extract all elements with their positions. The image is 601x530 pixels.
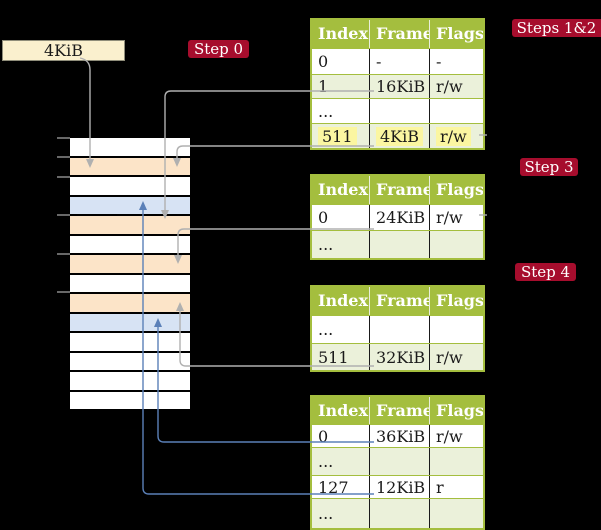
- frame-cell: [369, 499, 429, 528]
- table-row: ...: [312, 315, 483, 343]
- index-cell: ...: [318, 504, 334, 523]
- memory-row-white: [70, 333, 190, 351]
- flags-cell: r/w: [429, 425, 483, 447]
- page-table-level4: Index Frame Flags 0 - - 1 16KiB r/w ... …: [310, 18, 485, 150]
- column-header-frame: Frame: [369, 397, 429, 424]
- table-row: 0 36KiB r/w: [312, 424, 483, 447]
- table-row-highlighted: 511 4KiB r/w: [312, 123, 483, 148]
- flags-cell: [429, 231, 483, 258]
- index-cell: ...: [318, 452, 334, 471]
- column-header-flags: Flags: [429, 397, 483, 424]
- memory-row-white: [70, 391, 190, 409]
- table-header-row: Index Frame Flags: [312, 397, 483, 424]
- memory-row-blue: [70, 313, 190, 331]
- badge-step-0: Step 0: [188, 40, 249, 58]
- column-header-index: Index: [318, 401, 369, 420]
- index-cell: 0: [318, 208, 329, 227]
- column-header-index: Index: [318, 291, 369, 310]
- column-header-flags: Flags: [429, 20, 483, 48]
- table-row: 511 32KiB r/w: [312, 343, 483, 370]
- memory-row-white: [70, 138, 190, 156]
- frame-cell: 4KiB: [369, 124, 429, 148]
- flags-cell: -: [429, 49, 483, 74]
- flags-cell: r/w: [429, 124, 483, 148]
- table-row: ...: [312, 447, 483, 475]
- badge-step-3: Step 3: [520, 158, 578, 176]
- index-cell: ...: [318, 101, 334, 121]
- table-row: 0 24KiB r/w: [312, 204, 483, 230]
- index-cell: 127: [318, 477, 349, 497]
- flags-cell: [429, 99, 483, 123]
- badge-step-4: Step 4: [515, 263, 576, 281]
- column-header-index: Index: [318, 180, 369, 199]
- column-header-frame: Frame: [369, 287, 429, 315]
- memory-row-white: [70, 235, 190, 253]
- index-cell: ...: [318, 320, 334, 339]
- frame-cell: -: [369, 49, 429, 74]
- table-row: 1 16KiB r/w: [312, 74, 483, 98]
- frame-cell: 16KiB: [369, 75, 429, 98]
- index-cell: ...: [318, 235, 334, 254]
- column-header-frame: Frame: [369, 20, 429, 48]
- flags-cell: r/w: [429, 205, 483, 230]
- column-header-index: Index: [318, 24, 369, 43]
- table-row: ...: [312, 230, 483, 258]
- memory-row-peach: [70, 157, 190, 175]
- frame-cell: [369, 231, 429, 258]
- frame-cell: [369, 448, 429, 475]
- index-cell: 0: [318, 426, 329, 446]
- memory-tick-marks: [57, 137, 70, 293]
- column-header-frame: Frame: [369, 176, 429, 204]
- flags-cell: [429, 448, 483, 475]
- memory-row-white: [70, 177, 190, 195]
- index-cell: 0: [318, 52, 329, 71]
- table-row: ...: [312, 98, 483, 123]
- table-row: 127 12KiB r: [312, 475, 483, 498]
- table-header-row: Index Frame Flags: [312, 287, 483, 315]
- memory-row-white: [70, 352, 190, 370]
- page-table-level2: Index Frame Flags ... 511 32KiB r/w: [310, 285, 485, 372]
- table-header-row: Index Frame Flags: [312, 176, 483, 204]
- column-header-flags: Flags: [429, 287, 483, 315]
- index-cell: 1: [318, 77, 329, 96]
- badge-steps-1-2: Steps 1&2: [512, 19, 601, 37]
- flags-cell: [429, 499, 483, 528]
- frame-4kib-box: 4KiB: [2, 40, 125, 61]
- table-row: 0 - -: [312, 48, 483, 74]
- memory-row-white: [70, 372, 190, 390]
- memory-row-white: [70, 274, 190, 292]
- flags-cell: r/w: [429, 344, 483, 370]
- column-header-flags: Flags: [429, 176, 483, 204]
- index-cell: 511: [318, 347, 349, 367]
- frame-cell: 24KiB: [369, 205, 429, 230]
- table-header-row: Index Frame Flags: [312, 20, 483, 48]
- memory-row-blue: [70, 196, 190, 214]
- page-table-level3: Index Frame Flags 0 24KiB r/w ...: [310, 174, 485, 260]
- flags-cell: [429, 316, 483, 343]
- memory-column: [70, 138, 190, 409]
- page-table-level1: Index Frame Flags 0 36KiB r/w ... 127 12…: [310, 395, 485, 530]
- memory-row-peach: [70, 294, 190, 312]
- memory-row-peach: [70, 216, 190, 234]
- frame-cell: 12KiB: [369, 476, 429, 498]
- memory-row-peach: [70, 255, 190, 273]
- table-row: ...: [312, 498, 483, 528]
- frame-cell: [369, 316, 429, 343]
- frame-cell: [369, 99, 429, 123]
- frame-cell: 36KiB: [369, 425, 429, 447]
- index-cell: 511: [312, 124, 369, 148]
- frame-cell: 32KiB: [369, 344, 429, 370]
- flags-cell: r/w: [429, 75, 483, 98]
- flags-cell: r: [429, 476, 483, 498]
